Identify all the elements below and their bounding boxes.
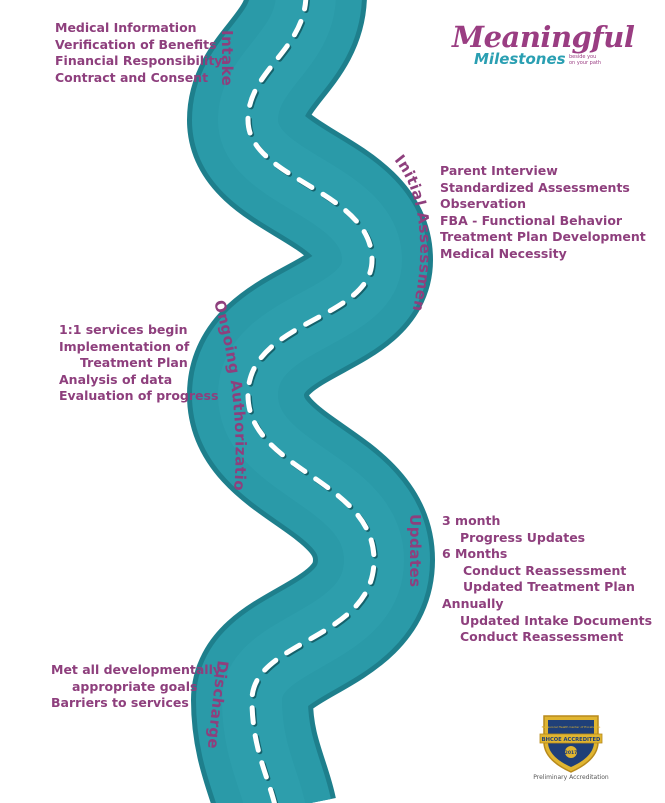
stage-title-intake: Intake <box>218 30 236 86</box>
intake-item: Medical Information <box>55 20 197 35</box>
initial-assessment-item: FBA - Functional Behavior <box>440 212 623 228</box>
initial-assessment-item: Observation <box>440 196 526 212</box>
logo-tagline: beside you on your path <box>569 54 602 66</box>
ongoing-item: Treatment Plan <box>80 355 188 371</box>
intake-item: Contract and Consent <box>55 69 209 85</box>
updates-item: 6 Months <box>442 546 508 562</box>
initial-assessment-item: Parent Interview <box>440 163 558 178</box>
badge-year: 2017 <box>565 750 578 756</box>
discharge-item: Met all developmentally <box>51 662 222 677</box>
discharge-item: Barriers to services <box>51 695 189 711</box>
accreditation-badge: BHCOE ACCREDITED Behavioral Health Cente… <box>532 712 610 788</box>
updates-item: 3 month <box>442 513 501 528</box>
updates-item: Annually <box>442 595 504 611</box>
ongoing-item: 1:1 services begin <box>59 322 188 337</box>
initial-assessment-item: Medical Necessity <box>440 245 567 261</box>
stage-title-updates: Updates <box>406 514 424 588</box>
ongoing-authorization-items: 1:1 services begin Implementation of Tre… <box>59 322 218 405</box>
updates-item: Updated Treatment Plan <box>463 579 635 595</box>
updates-items: 3 month Progress Updates 6 Months Conduc… <box>442 513 652 646</box>
updates-item: Conduct Reassessment <box>463 562 627 578</box>
updates-item: Progress Updates <box>460 529 586 545</box>
initial-assessment-item: Treatment Plan Development <box>440 229 646 245</box>
intake-item: Financial Responsibility <box>55 53 223 69</box>
meaningful-milestones-logo: Meaningful Milestones beside you on your… <box>452 20 635 72</box>
intake-items: Medical Information Verification of Bene… <box>55 20 222 86</box>
badge-arc-text: Behavioral Health Center of Excellence <box>542 725 601 729</box>
logo-name: Meaningful <box>452 20 635 54</box>
logo-subname: Milestones <box>474 50 566 68</box>
initial-assessment-item: Standardized Assessments <box>440 179 630 195</box>
badge-caption: Preliminary Accreditation <box>533 774 609 781</box>
updates-item: Updated Intake Documents <box>460 612 653 628</box>
initial-assessment-items: Parent Interview Standardized Assessment… <box>440 163 646 263</box>
ongoing-item: Evaluation of progress <box>59 388 219 404</box>
updates-item: Conduct Reassessment <box>460 629 624 645</box>
ongoing-item: Implementation of <box>59 338 190 354</box>
badge-ribbon-text: BHCOE ACCREDITED <box>542 737 601 743</box>
discharge-items: Met all developmentally appropriate goal… <box>51 662 221 712</box>
discharge-item: appropriate goals <box>72 678 198 694</box>
intake-item: Verification of Benefits <box>55 36 217 52</box>
shield-icon: BHCOE ACCREDITED Behavioral Health Cente… <box>539 715 603 773</box>
ongoing-item: Analysis of data <box>59 371 173 387</box>
